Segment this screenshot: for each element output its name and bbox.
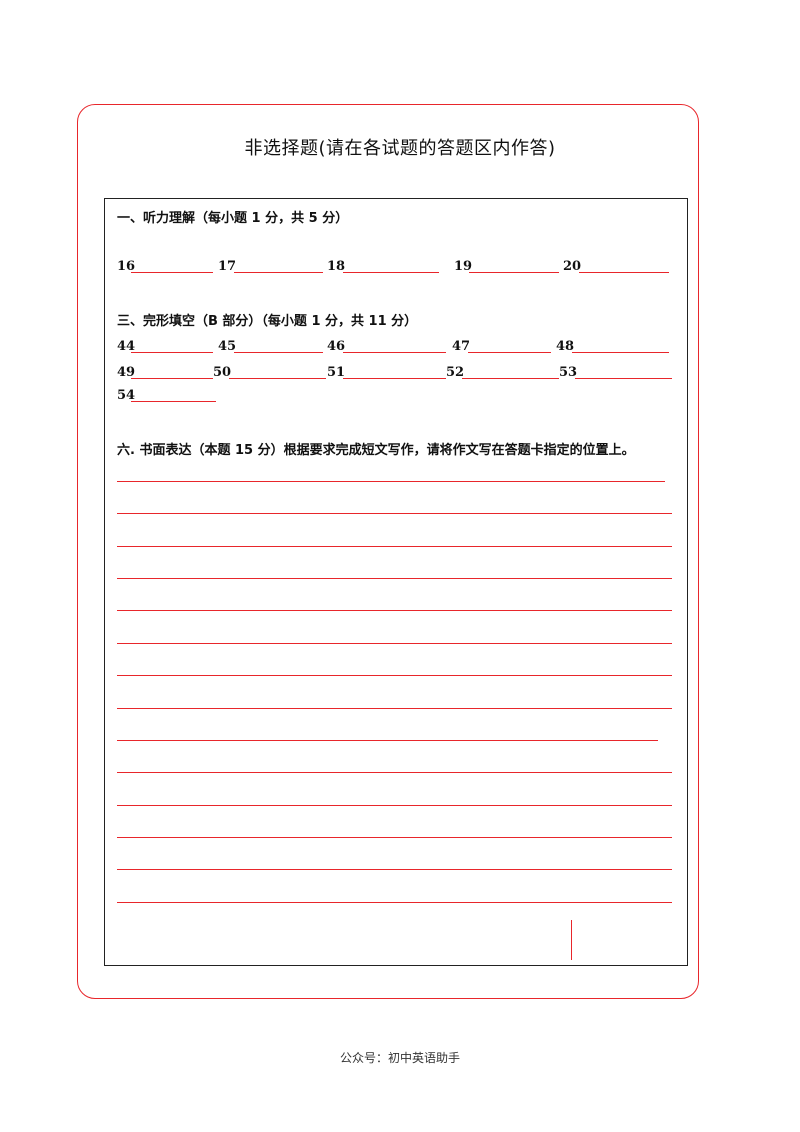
footer-credit: 公众号：初中英语助手 <box>339 1051 460 1065</box>
writing-line[interactable] <box>117 675 672 676</box>
listening-heading: 一、听力理解（每小题 1 分，共 5 分） <box>117 211 349 226</box>
question-number-44: 44 <box>117 339 136 354</box>
answer-blank-50[interactable] <box>229 378 326 379</box>
answer-sheet-frame <box>77 104 699 999</box>
writing-line[interactable] <box>117 869 672 870</box>
question-number-53: 53 <box>559 365 578 380</box>
question-number-20: 20 <box>563 259 582 274</box>
question-number-48: 48 <box>556 339 575 354</box>
question-number-46: 46 <box>327 339 346 354</box>
writing-line[interactable] <box>117 578 672 579</box>
answer-area-box <box>104 198 688 966</box>
answer-blank-19[interactable] <box>469 272 559 273</box>
answer-blank-44[interactable] <box>131 352 213 353</box>
question-number-16: 16 <box>117 259 136 274</box>
question-number-18: 18 <box>327 259 346 274</box>
question-number-54: 54 <box>117 388 136 403</box>
writing-line[interactable] <box>117 708 672 709</box>
question-number-19: 19 <box>454 259 473 274</box>
writing-line[interactable] <box>117 481 665 482</box>
writing-line[interactable] <box>117 772 672 773</box>
writing-line[interactable] <box>117 513 672 514</box>
question-number-45: 45 <box>218 339 237 354</box>
question-number-49: 49 <box>117 365 136 380</box>
page-title: 非选择题(请在各试题的答题区内作答) <box>244 138 556 159</box>
answer-blank-51[interactable] <box>343 378 446 379</box>
answer-blank-20[interactable] <box>579 272 669 273</box>
question-number-47: 47 <box>452 339 471 354</box>
question-number-52: 52 <box>446 365 465 380</box>
answer-blank-47[interactable] <box>468 352 551 353</box>
vertical-marker <box>571 920 572 960</box>
question-number-51: 51 <box>327 365 346 380</box>
writing-line[interactable] <box>117 805 672 806</box>
answer-blank-49[interactable] <box>131 378 213 379</box>
answer-blank-54[interactable] <box>131 401 216 402</box>
answer-blank-48[interactable] <box>572 352 669 353</box>
answer-blank-17[interactable] <box>234 272 323 273</box>
writing-line[interactable] <box>117 610 672 611</box>
writing-line[interactable] <box>117 546 672 547</box>
question-number-50: 50 <box>213 365 232 380</box>
answer-blank-18[interactable] <box>343 272 439 273</box>
answer-blank-16[interactable] <box>131 272 213 273</box>
answer-blank-45[interactable] <box>234 352 323 353</box>
answer-blank-52[interactable] <box>462 378 559 379</box>
writing-line[interactable] <box>117 740 658 741</box>
writing-line[interactable] <box>117 902 672 903</box>
writing-line[interactable] <box>117 643 672 644</box>
answer-blank-46[interactable] <box>343 352 446 353</box>
writing-heading: 六. 书面表达（本题 15 分）根据要求完成短文写作，请将作文写在答题卡指定的位… <box>117 443 635 458</box>
cloze-heading: 三、完形填空（B 部分）（每小题 1 分，共 11 分） <box>117 314 418 329</box>
question-number-17: 17 <box>218 259 237 274</box>
writing-line[interactable] <box>117 837 672 838</box>
answer-blank-53[interactable] <box>575 378 672 379</box>
